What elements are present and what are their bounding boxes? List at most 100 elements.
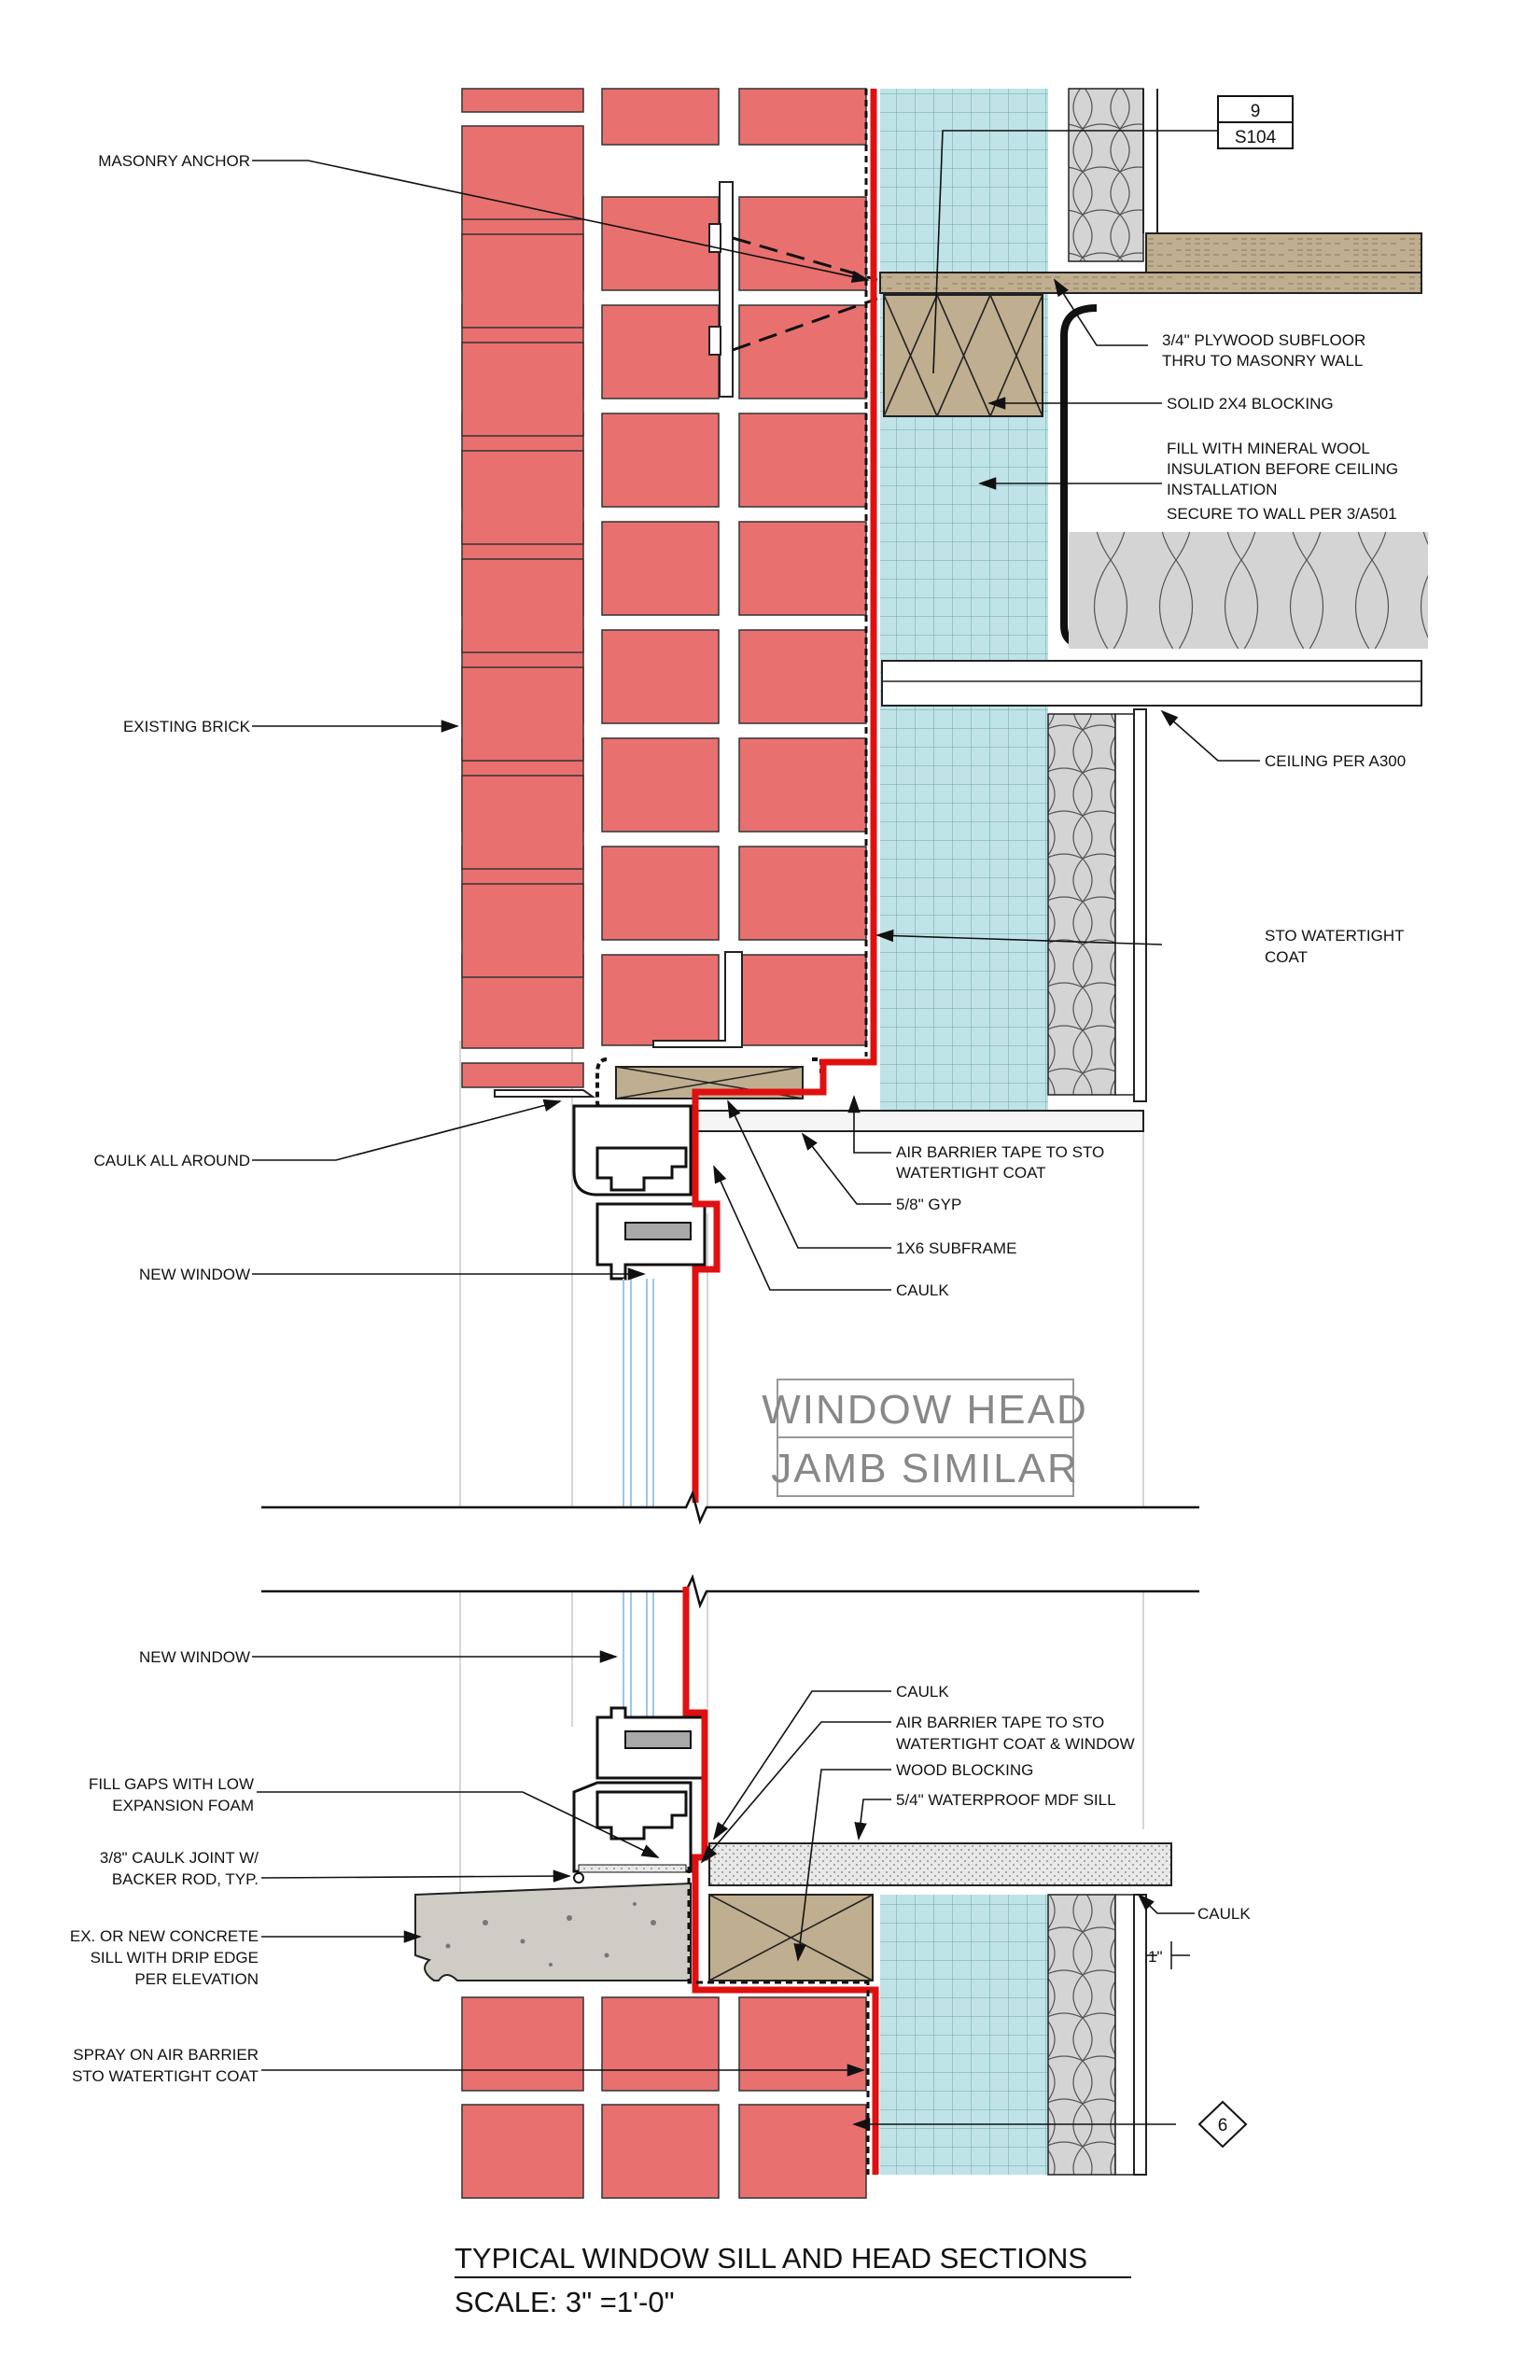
label-sto-2: COAT [1265,948,1308,966]
stamp-line-1: WINDOW HEAD [762,1387,1088,1433]
label-sill-abt-1: AIR BARRIER TAPE TO STO [896,1714,1104,1731]
brick [461,1062,584,1088]
keynote-number: 6 [1218,2116,1228,2135]
brick [461,883,584,978]
label-existing-brick: EXISTING BRICK [123,718,251,735]
brick [738,521,867,616]
plywood-subfloor [879,272,1422,294]
concrete-sill [414,1882,692,1981]
sto-watertight-coat-sill [682,1587,879,2175]
brick [461,666,584,762]
mineral-wool-fill [1069,532,1428,649]
label-gyp: 5/8" GYP [896,1196,961,1213]
floor-joist [1145,232,1422,276]
label-sto-1: STO WATERTIGHT [1265,927,1405,945]
label-foam-1: FILL GAPS WITH LOW [89,1775,254,1793]
label-plywood-1: 3/4" PLYWOOD SUBFLOOR [1162,331,1365,349]
window-frame-head [572,1104,707,1281]
brick [461,558,584,653]
insulation-board [880,89,1048,1125]
drawing-title: TYPICAL WINDOW SILL AND HEAD SECTIONS SC… [455,2242,1131,2318]
existing-brick-wall [461,88,867,1088]
brick [738,304,867,399]
detail-sheet: S104 [1235,128,1277,147]
brick [738,846,867,941]
brick [461,125,584,220]
brick [461,233,584,329]
label-sill-1: EX. OR NEW CONCRETE [70,1927,259,1945]
label-sill-caulk-right: CAULK [1197,1905,1251,1923]
label-wood-blocking: WOOD BLOCKING [896,1761,1033,1779]
dim-label: 1" [1148,1948,1163,1966]
label-fill-3: INSTALLATION [1167,481,1277,498]
label-sill-caulk-top: CAULK [896,1683,949,1701]
label-foam-2: EXPANSION FOAM [112,1797,254,1814]
brick [601,413,720,508]
label-fill-2: INSULATION BEFORE CEILING [1167,460,1398,478]
brick [461,2104,584,2199]
dimension-1in [1146,1941,1190,1969]
glazing [623,1279,654,1717]
detail-number: 9 [1251,102,1261,121]
label-sill-2: SILL WITH DRIP EDGE [91,1949,259,1967]
brick [461,1996,584,2092]
ceiling [881,660,1422,707]
brick [601,196,720,291]
guide-lines [459,1041,1144,1932]
brick [738,2104,867,2199]
label-fill-4: SECURE TO WALL PER 3/A501 [1167,505,1397,523]
batt-insulation [1068,88,1144,262]
brick [601,629,720,724]
label-spray-1: SPRAY ON AIR BARRIER [73,2046,259,2064]
concrete-aggregate [445,1902,656,1967]
label-sill-abt-2: WATERTIGHT COAT & WINDOW [896,1735,1135,1753]
label-sill-new-window: NEW WINDOW [139,1648,250,1666]
brick [738,737,867,833]
sill-labels: NEW WINDOW FILL GAPS WITH LOW EXPANSION … [70,1648,1251,2085]
existing-brick-wall-sill [461,1996,867,2199]
brick [738,1996,867,2092]
label-subframe: 1X6 SUBFRAME [896,1239,1016,1257]
label-blocking: SOLID 2X4 BLOCKING [1167,395,1334,413]
brick [601,846,720,941]
label-joint-1: 3/8" CAULK JOINT W/ [100,1849,259,1867]
brick [461,88,584,113]
brick [601,737,720,833]
gyp-board [690,1110,1144,1132]
brick [461,775,584,870]
title-scale: SCALE: 3" =1'-0" [455,2286,675,2318]
label-joint-2: BACKER ROD, TYP. [112,1870,259,1888]
label-caulk-all-around: CAULK ALL AROUND [93,1152,250,1169]
brick [601,304,720,399]
mdf-sill [708,1842,1172,1886]
label-spray-2: STO WATERTIGHT COAT [72,2067,259,2085]
brick [461,450,584,545]
brick [601,1996,720,2092]
title-main: TYPICAL WINDOW SILL AND HEAD SECTIONS [455,2242,1087,2275]
brick [601,2104,720,2199]
brick [601,521,720,616]
brick [738,954,867,1046]
stud [1114,713,1135,1096]
brick [461,342,584,437]
relieving-angle [652,951,743,1048]
window-head-stamp: WINDOW HEAD JAMB SIMILAR [762,1379,1088,1497]
batt-insulation-sill [1047,1894,1116,2176]
label-fill-1: FILL WITH MINERAL WOOL [1167,440,1370,457]
head-labels: MASONRY ANCHOR EXISTING BRICK CAULK ALL … [93,152,1406,1299]
masonry-anchor [708,181,734,398]
keynote-diamond: 6 [1197,2100,1248,2149]
detail-reference-tag: 9 S104 [1217,95,1294,149]
label-abt-1: AIR BARRIER TAPE TO STO [896,1143,1104,1161]
leader-lines [252,130,1260,2131]
label-caulk: CAULK [896,1281,949,1299]
brick [601,88,720,146]
backer-rod [573,1872,584,1883]
label-plywood-2: THRU TO MASONRY WALL [1162,352,1363,370]
brick [601,954,720,1046]
batt-insulation [1047,713,1116,1096]
label-sill-3: PER ELEVATION [134,1970,259,1988]
break-lines [261,1490,1199,1609]
label-ceiling: CEILING PER A300 [1265,752,1406,770]
